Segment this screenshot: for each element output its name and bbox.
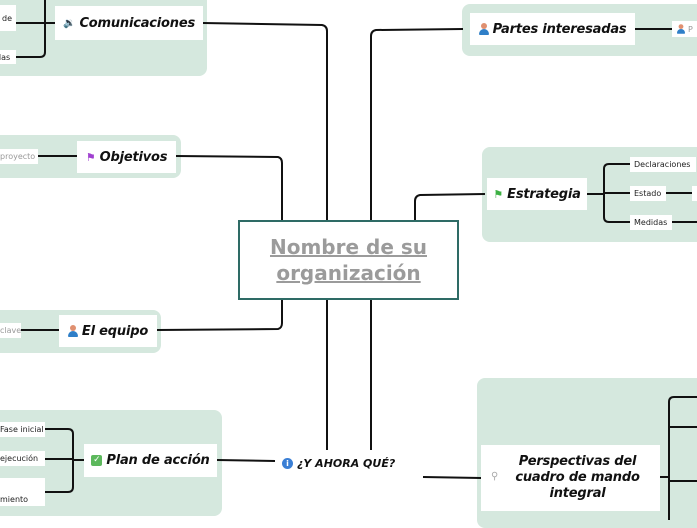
node-partes-interesadas[interactable]: Partes interesadas — [470, 13, 635, 45]
child-plan-fase-inicial[interactable]: Fase inicial — [0, 422, 45, 437]
node-y-ahora-que[interactable]: i ¿Y AHORA QUÉ? — [282, 457, 395, 470]
line-perspectivas — [422, 476, 482, 479]
line-estrategia — [414, 193, 486, 220]
purple-flag-icon: ⚑ — [85, 150, 96, 164]
child-plan-seguimiento[interactable]: miento — [0, 478, 45, 506]
child-estrategia-declaraciones[interactable]: Declaraciones — [630, 157, 696, 172]
line-persp-bracket — [668, 396, 697, 520]
line-comunicaciones — [202, 22, 328, 220]
info-icon: i — [282, 458, 293, 469]
line-plan-bracket — [45, 428, 74, 493]
child-estrategia-medidas[interactable]: Medidas — [630, 215, 672, 230]
node-comunicaciones[interactable]: 🔉 Comunicaciones — [55, 6, 203, 40]
child-equipo-1[interactable]: clave — [0, 323, 21, 338]
child-partes-1[interactable]: P — [672, 21, 697, 37]
central-topic[interactable]: Nombre de su organización — [238, 220, 459, 300]
speaker-icon: 🔉 — [62, 17, 76, 29]
magnifier-icon: ⚲ — [491, 471, 499, 482]
child-comunicaciones-1[interactable]: de — [0, 5, 16, 31]
child-estrategia-estado[interactable]: Estado — [630, 186, 666, 201]
line-partes — [370, 28, 464, 220]
child-estrategia-estado-next[interactable] — [692, 186, 697, 201]
line-com-child2 — [16, 0, 46, 58]
person-icon — [677, 24, 685, 34]
line-plan — [216, 459, 276, 462]
green-flag-icon: ⚑ — [493, 187, 504, 201]
check-icon: ✓ — [91, 455, 103, 466]
person-icon — [478, 23, 489, 35]
child-plan-ejecucion[interactable]: ejecución — [0, 451, 45, 466]
node-plan-de-accion[interactable]: ✓ Plan de acción — [84, 444, 217, 477]
line-objetivos — [175, 155, 283, 220]
node-objetivos[interactable]: ⚑ Objetivos — [77, 141, 176, 173]
node-estrategia[interactable]: ⚑ Estrategia — [487, 178, 587, 210]
child-comunicaciones-2[interactable]: das — [0, 50, 16, 64]
node-el-equipo[interactable]: El equipo — [59, 315, 157, 347]
child-objetivos-1[interactable]: proyecto — [0, 149, 38, 164]
person-icon — [67, 325, 78, 337]
line-equipo — [156, 300, 283, 331]
node-perspectivas[interactable]: ⚲ Perspectivas del cuadro de mando integ… — [481, 445, 660, 511]
